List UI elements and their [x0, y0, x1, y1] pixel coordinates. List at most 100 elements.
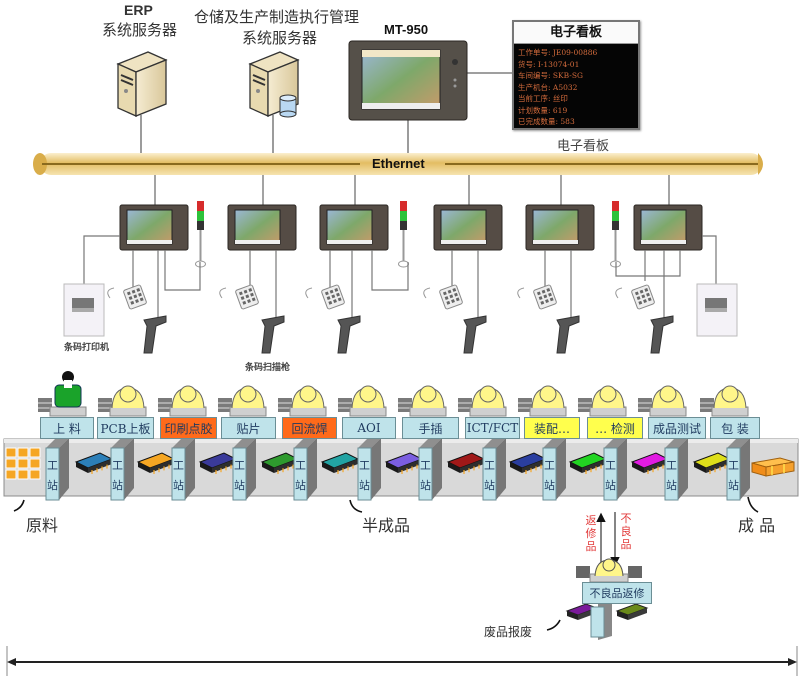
- station-label: 贴片: [221, 417, 276, 439]
- repair-station-label: 不良品返修: [582, 582, 652, 604]
- workstation-label: 站: [666, 479, 677, 492]
- workstation-label: 工: [47, 459, 58, 472]
- server-links: [140, 72, 512, 160]
- device-cable: [164, 250, 201, 291]
- signal-tower-icon: [398, 201, 409, 268]
- station-terminal-icon: [433, 175, 503, 251]
- barcode-scanner-label: 条码扫描枪: [245, 363, 291, 373]
- flow-arrows: [13, 496, 759, 513]
- station-label: 手插: [402, 417, 459, 439]
- workstation-label: 站: [484, 479, 495, 492]
- pcb-board-icon: [568, 452, 608, 474]
- erp-server-title: ERP: [124, 2, 153, 18]
- kanban-line: 货号: I-13074-01: [518, 59, 580, 69]
- terminal-model-label: MT-950: [384, 22, 429, 37]
- desk: [349, 406, 387, 417]
- raw-tile: [29, 469, 41, 480]
- raw-material-icon: [5, 447, 41, 480]
- barcode-printer-icon: [63, 283, 105, 337]
- defective-goods-label: 不良品: [620, 512, 632, 551]
- finished-product-label: 成 品: [738, 516, 776, 535]
- workstation-post-icon: [232, 438, 256, 501]
- keypad-icon: [219, 284, 259, 310]
- station-label: PCB上板: [97, 417, 154, 439]
- workstation-post-icon: [171, 438, 195, 501]
- desk: [109, 406, 147, 417]
- database-icon: [279, 94, 297, 118]
- workstation-label: 工: [484, 459, 495, 472]
- kanban-line: 已完成数量: 583: [518, 117, 575, 126]
- kanban-board: 电子看板 工作单号: JE09-00886 货号: I-13074-01 车间编…: [512, 20, 640, 130]
- barcode-scanner-icon: [650, 315, 674, 354]
- operator-icon: [578, 385, 627, 417]
- station-terminal-icon: [633, 175, 703, 251]
- desk: [289, 406, 327, 417]
- mes-server-title: 仓储及生产制造执行管理: [194, 8, 360, 26]
- device-cable: [371, 250, 409, 291]
- conveyor-products: [74, 452, 732, 474]
- workstation-label: 站: [234, 479, 245, 492]
- barcode-scanner-icon: [463, 315, 487, 354]
- signal-tower-icon: [195, 201, 206, 268]
- kanban-body: 工作单号: JE09-00886 货号: I-13074-01 车间编号: SK…: [514, 44, 638, 128]
- operator-icon: [518, 385, 567, 417]
- desk: [49, 406, 87, 417]
- keypad-icon: [107, 284, 147, 310]
- station-terminal-icon: [319, 175, 389, 251]
- station-terminal-icon: [227, 175, 297, 251]
- ethernet-bus: [33, 153, 763, 175]
- pcb-board-icon: [630, 452, 670, 474]
- workstation-post-icon: [603, 438, 627, 501]
- station-label: … 检测: [587, 417, 643, 439]
- workstation-label: 站: [420, 479, 431, 492]
- workstation-label: 站: [728, 479, 739, 492]
- keypad-icon: [517, 284, 557, 310]
- barcode-scanner-icon: [556, 315, 580, 354]
- desk: [529, 406, 567, 417]
- repair-flow: [596, 512, 620, 568]
- workstation-label: 工: [728, 459, 739, 472]
- kanban-line: 工作单号: JE09-00886: [518, 48, 598, 57]
- scrap-label: 废品报废: [484, 625, 533, 639]
- desk: [649, 406, 687, 417]
- workstation-post-icon: [726, 438, 750, 501]
- kanban-line: 当前工序: 丝印: [518, 94, 568, 103]
- station-terminals: [119, 175, 703, 268]
- workstation-post-icon: [45, 438, 69, 501]
- operator-icon: [458, 385, 507, 417]
- workstation-post-icon: [110, 438, 134, 501]
- station-label: 上 料: [40, 417, 94, 439]
- kanban-title: 电子看板: [514, 22, 638, 44]
- operator-icon: [158, 385, 207, 417]
- scrap-boards: [565, 600, 649, 640]
- workstation-label: 站: [47, 479, 58, 492]
- station-label: ICT/FCT: [465, 417, 520, 439]
- kanban-line: 生产机台: A5032: [518, 82, 578, 92]
- semi-finished-label: 半成品: [362, 516, 411, 535]
- device-cable: [83, 235, 120, 286]
- pcb-board-icon: [446, 452, 486, 474]
- operators-row: [38, 371, 749, 417]
- workstation-label: 工: [666, 459, 677, 472]
- workstation-post-icon: [418, 438, 442, 501]
- workstation-label: 工: [605, 459, 616, 472]
- workstation-label: 工: [173, 459, 184, 472]
- workstation-label: 工: [234, 459, 245, 472]
- operator-icon: [638, 385, 687, 417]
- keypad-icon: [423, 284, 463, 310]
- workstation-label: 站: [359, 479, 370, 492]
- pcb-board-icon: [74, 452, 114, 474]
- operator-icon: [218, 385, 267, 417]
- raw-tile: [5, 447, 17, 458]
- barcode-printer-label: 条码打印机: [64, 343, 110, 353]
- raw-tile: [5, 458, 17, 469]
- mt950-terminal-icon: [348, 40, 468, 121]
- pcb-board-icon: [136, 452, 176, 474]
- erp-server-subtitle: 系统服务器: [102, 21, 178, 39]
- erp-server-icon: [116, 51, 168, 118]
- bottom-span-line: [6, 646, 798, 676]
- raw-tile: [17, 469, 29, 480]
- operator-icon: [700, 385, 749, 417]
- workstation-label: 工: [295, 459, 306, 472]
